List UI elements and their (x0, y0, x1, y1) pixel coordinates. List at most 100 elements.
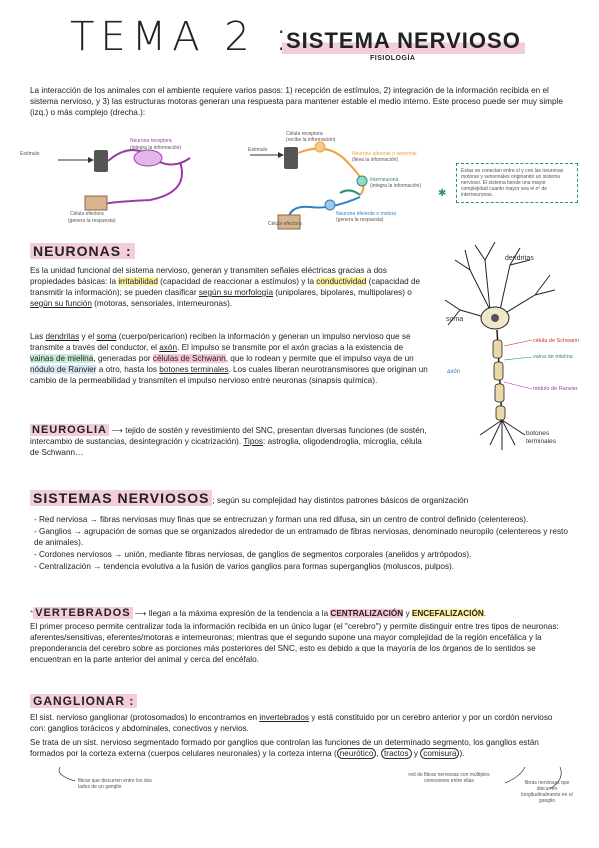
comisura-term: comisura (420, 748, 460, 759)
centralizacion-highlight: CENTRALIZACIÓN (330, 609, 404, 618)
encefalizacion-highlight: ENCEFALIZACIÓN (411, 609, 484, 618)
page-title: SISTEMA NERVIOSO (282, 28, 525, 54)
text-run: , que lo rodean y permite que el impulso… (225, 354, 414, 363)
botones-term: botones terminales (159, 365, 229, 374)
interneuron-note-box: Estas se conectan entre sí y con las neu… (456, 163, 578, 203)
vertebrados-heading: VERTEBRADOS (33, 607, 133, 619)
subtitle: FISIOLOGÍA (370, 55, 416, 62)
text-run: Es la unidad funcional del sistema nervi… (30, 266, 387, 286)
sistemas-intro: ; según su complejidad hay distintos pat… (212, 496, 469, 505)
neurotico-term: neurótico (336, 748, 377, 759)
vainas-highlight: vainas de mielina (30, 354, 94, 363)
neuron-diagram (444, 241, 556, 450)
ganglionar-paragraph-2: Se trata de un sist. nervioso segmentado… (30, 737, 570, 759)
tractos-term: tractos (380, 748, 412, 759)
note-comisura: fibras que discurren entre los dos lados… (78, 778, 152, 790)
label-ranvier: nódulo de Ranvier (533, 386, 578, 392)
conductividad-highlight: conductividad (316, 277, 367, 286)
ganglionar-heading-wrap: GANGLIONAR : (30, 692, 138, 708)
text-run: Las (30, 332, 46, 341)
funcion-underline: según su función (30, 299, 92, 308)
text-run: y (403, 609, 412, 618)
label-schwann: célula de Schwann (533, 338, 580, 344)
ranvier-highlight: nódulo de Ranvier (30, 365, 97, 374)
text-run: (capacidad de reaccionar a estímulos) y … (157, 277, 317, 286)
label-axon: axón (447, 369, 461, 375)
efferent-sub: (genera la respuesta) (336, 217, 384, 223)
ganglionar-heading: GANGLIONAR : (30, 694, 138, 708)
text-run: . (483, 609, 487, 618)
label-botones: botones terminales (526, 430, 556, 445)
sistemas-heading-row: SISTEMAS NERVIOSOS; según su complejidad… (30, 490, 575, 508)
text-run: llegan a la máxima expresión de la tende… (146, 609, 331, 618)
dendritas-term: dendritas (45, 332, 80, 341)
simple-receptor-sub: (integra la información) (130, 145, 182, 151)
simple-stimulus-label: Estímulo (20, 151, 40, 157)
title-text: SISTEMA NERVIOSO (282, 28, 525, 54)
note-box-text: Estas se conectan entre sí y con las neu… (461, 168, 564, 198)
tipos-term: Tipos (243, 437, 264, 446)
text-run: . El impulso se transmite por el axón gr… (177, 343, 404, 352)
complex-reflex-diagram (250, 141, 368, 230)
text-run: (unipolares, bipolares, multipolares) o (273, 288, 412, 297)
invertebrados-term: invertebrados (259, 713, 309, 722)
complex-receptor-sub: (recibe la información) (286, 137, 336, 143)
label-dendritas: dendritas (505, 255, 534, 262)
afferent-sub: (lleva la información) (352, 157, 399, 163)
text-run: Se trata de un sist. nervioso segmentado… (30, 738, 539, 758)
text-run: (motoras, sensoriales, interneuronas). (91, 299, 233, 308)
text-run: (cuerpo/pericarion) reciben la informaci… (30, 332, 411, 352)
vertebrados-lead: *VERTEBRADOS ⟶ llegan a la máxima expres… (30, 607, 570, 619)
efferent-label: Neurona eferente o motora (336, 211, 397, 217)
simple-receptor-label: Neurona receptora (130, 138, 172, 144)
morfologia-underline: según su morfología (198, 288, 274, 297)
label-soma: soma (446, 316, 464, 323)
neuronas-paragraph-1: Es la unidad funcional del sistema nervi… (30, 265, 428, 309)
text-run: ). (459, 749, 465, 758)
simple-reflex-diagram (58, 149, 191, 211)
text-run: El sist. nervioso ganglionar (protosomad… (30, 713, 260, 722)
neuronas-heading: NEURONAS : (30, 243, 135, 259)
text-run: , (376, 749, 381, 758)
text-run: y está constituido por un cerebro anteri… (30, 713, 553, 733)
neuronas-paragraph-2: Las dendritas y el soma (cuerpo/pericari… (30, 331, 428, 386)
ganglionar-paragraph-1: El sist. nervioso ganglionar (protosomad… (30, 712, 570, 734)
list-item: - Red nerviosa → fibras nerviosas muy fi… (34, 515, 529, 524)
neuroglia-paragraph: NEUROGLIA ⟶ tejido de sostén y revestimi… (30, 424, 430, 458)
text-run: . Los cuales liberan neurotransmisores q… (30, 365, 428, 385)
text-run: a otro, hasta los (96, 365, 160, 374)
star-icon: * (30, 609, 34, 618)
irritabilidad-highlight: irritabilidad (118, 277, 158, 286)
list-item: - Centralización → tendencia evolutiva a… (34, 562, 455, 571)
arrow-icon: ⟶ (132, 609, 147, 618)
annotation-arrows (58, 766, 562, 790)
arrow-icon: ⟶ (111, 426, 124, 435)
text-run: , generadas por (93, 354, 153, 363)
interneuron-label: Interneurona (370, 177, 399, 183)
text-run: y el (79, 332, 97, 341)
complex-stimulus-label: Estímulo (248, 147, 268, 153)
afferent-label: Neurona aferente o sensorial (352, 151, 417, 157)
neuronas-heading-text: NEURONAS : (30, 243, 135, 259)
text-run: : astroglia, oligodendroglia, microglia,… (30, 437, 422, 457)
complex-effector-label: Célula efectora (268, 221, 302, 227)
soma-term: soma (96, 332, 117, 341)
text-run: tejido de sostén y revestimiento del SNC… (30, 426, 427, 446)
list-item: - Cordones nerviosos → unión, mediante f… (34, 550, 472, 559)
schwann-highlight: células de Schwann (152, 354, 226, 363)
sistemas-heading: SISTEMAS NERVIOSOS (30, 490, 213, 506)
asterisk-icon: ✱ (438, 188, 447, 199)
note-tractos: fibras nerviosas que discurren longitudi… (521, 780, 573, 804)
axon-term: axón (159, 343, 178, 352)
list-item: - Ganglios → agrupación de somas que se … (34, 527, 568, 547)
sistemas-list: - Red nerviosa → fibras nerviosas muy fi… (34, 514, 574, 573)
tema-title: TEMA 2 : (70, 14, 294, 60)
label-mielina: vaina de mielina (533, 354, 573, 360)
interneuron-sub: (integra la información) (370, 183, 422, 189)
simple-effector-label: Célula efectora (70, 211, 104, 217)
complex-receptor-label: Célula receptora (286, 131, 323, 137)
simple-effector-sub: (genera la respuesta) (68, 218, 116, 224)
note-neurotico: red de fibras nerviosas con múltiples co… (408, 772, 490, 784)
neuroglia-heading: NEUROGLIA (30, 424, 109, 436)
intro-paragraph: La interacción de los animales con el am… (30, 86, 563, 117)
